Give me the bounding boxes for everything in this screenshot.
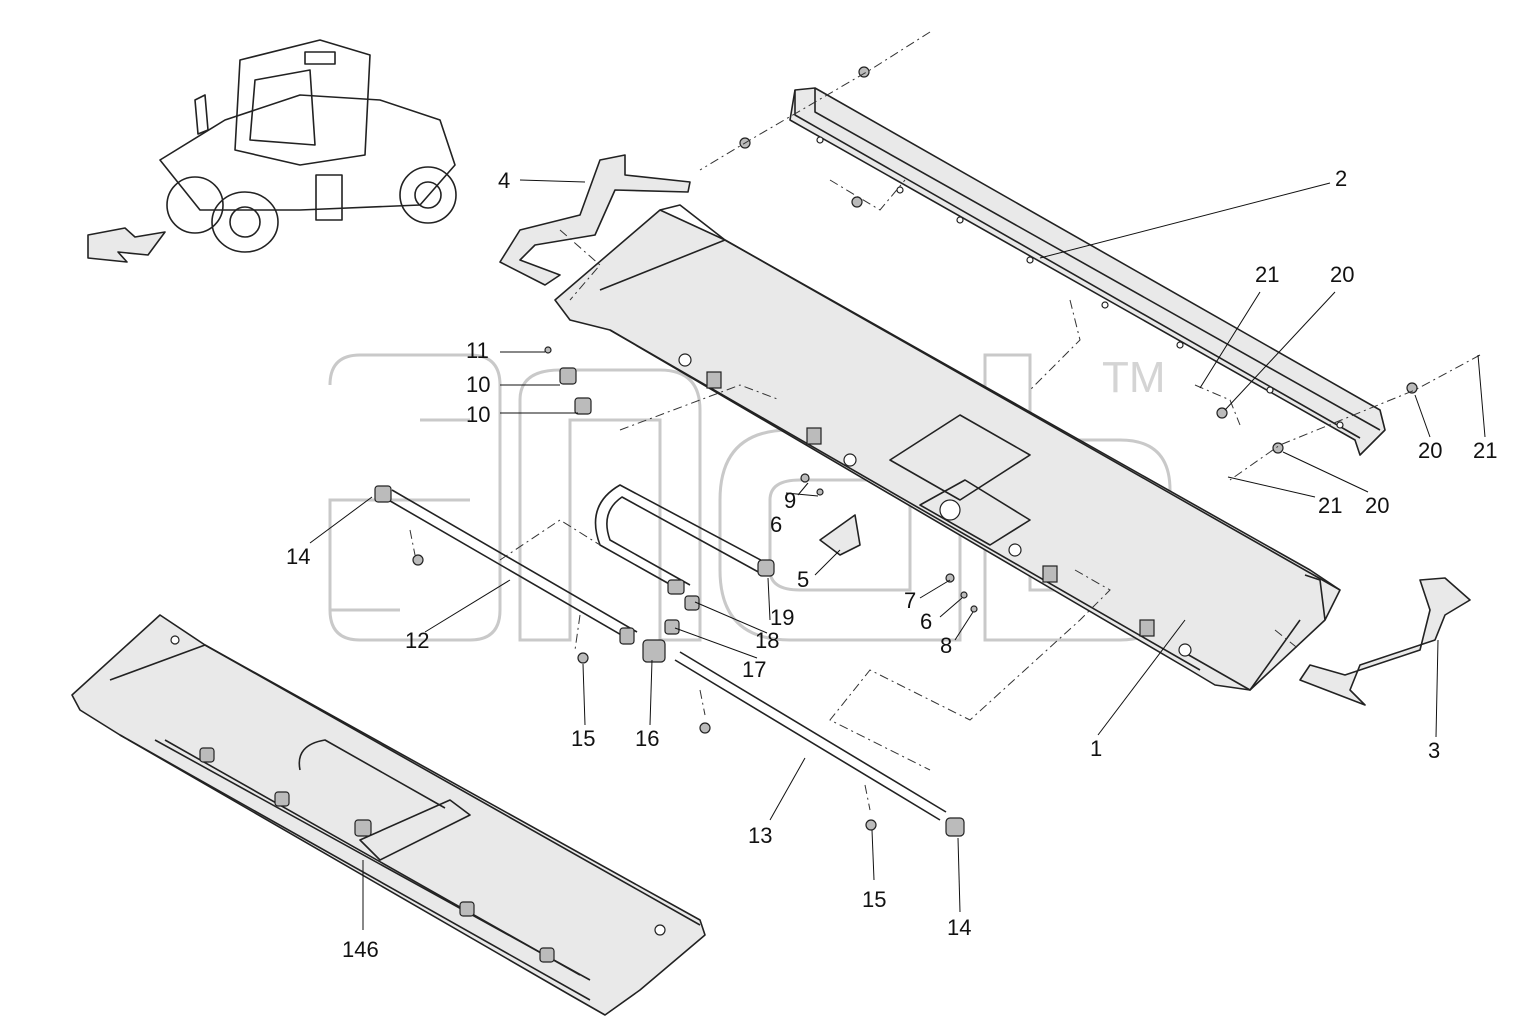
callout-2: 2: [1335, 166, 1347, 191]
fittings-16-17-18: [642, 595, 700, 663]
callout-146: 146: [342, 937, 379, 962]
callout-14: 14: [947, 915, 971, 940]
part-5-plate: [819, 514, 861, 556]
callout-6: 6: [920, 609, 932, 634]
u-bend-hose: [594, 484, 775, 595]
callout-18: 18: [755, 628, 779, 653]
callout-21: 21: [1318, 493, 1342, 518]
callout-9: 9: [784, 488, 796, 513]
callout-13: 13: [748, 823, 772, 848]
part-13-pipe: [674, 651, 965, 837]
clamps-10-11: [544, 346, 592, 415]
callout-3: 3: [1428, 738, 1440, 763]
part-146-assembly: [71, 614, 706, 1016]
callout-10: 10: [466, 372, 490, 397]
callout-16: 16: [635, 726, 659, 751]
hidden-lines: [409, 31, 1481, 811]
callout-20: 20: [1418, 438, 1442, 463]
callout-5: 5: [797, 567, 809, 592]
callout-4: 4: [498, 168, 510, 193]
watermark-tm: TM: [1102, 353, 1166, 402]
callout-17: 17: [742, 657, 766, 682]
callout-21: 21: [1255, 262, 1279, 287]
part-4-bracket: [499, 154, 691, 286]
callout-21: 21: [1473, 438, 1497, 463]
part-3-bracket: [1299, 577, 1471, 706]
callout-15: 15: [862, 887, 886, 912]
callout-20: 20: [1330, 262, 1354, 287]
callout-1: 1: [1090, 736, 1102, 761]
callout-20: 20: [1365, 493, 1389, 518]
part-2-angle-rail: [789, 87, 1386, 456]
callout-8: 8: [940, 633, 952, 658]
callout-labels: 4 2 21 20 20 21 21 20 11 10 10 9 6 5 7 6…: [286, 166, 1497, 962]
callout-11: 11: [466, 338, 489, 363]
part-12-pipe: [374, 485, 638, 645]
callout-15: 15: [571, 726, 595, 751]
callout-12: 12: [405, 628, 429, 653]
leader-lines: [309, 179, 1486, 930]
callout-14: 14: [286, 544, 310, 569]
callout-19: 19: [770, 605, 794, 630]
part-1-cover-tray: [554, 204, 1341, 691]
callout-6: 6: [770, 512, 782, 537]
machine-thumbnail: [87, 39, 457, 263]
callout-10: 10: [466, 402, 490, 427]
callout-7: 7: [904, 588, 916, 613]
